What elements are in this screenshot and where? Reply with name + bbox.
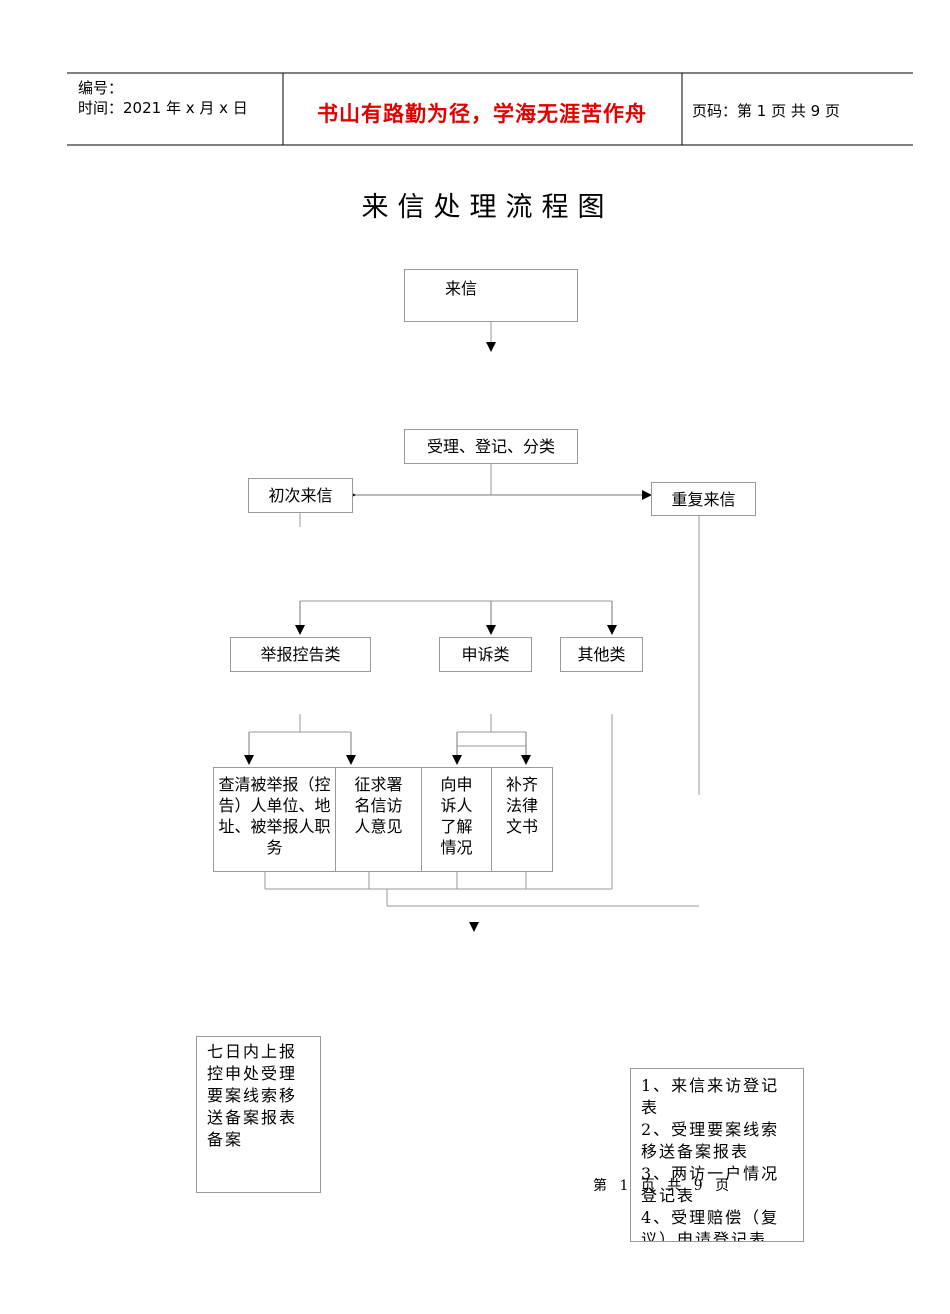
node-appeal: 申诉类: [439, 637, 532, 672]
node-other-label: 其他类: [577, 645, 626, 664]
node-report-accuse: 举报控告类: [230, 637, 371, 672]
node-ask-appellant-label: 向申诉人了解情况: [440, 775, 473, 857]
node-solicit-label: 征求署名信访人意见: [354, 775, 403, 836]
node-forms-list-label: 1、来信来访登记表 2、受理要案线索移送备案报表 3、两访一户情况登记表 4、受…: [641, 1076, 780, 1242]
node-first-letter-label: 初次来信: [268, 486, 333, 505]
node-investigate: 查清被举报（控告）人单位、地址、被举报人职务: [213, 767, 336, 872]
arrow-head: [469, 922, 479, 932]
header-rules: [67, 72, 913, 146]
page-title: 来信处理流程图: [361, 192, 614, 223]
node-supplement-label: 补齐法律文书: [505, 775, 538, 836]
node-letter-label: 来信: [445, 279, 478, 298]
serial-label: 编号：: [78, 79, 124, 97]
node-letter: 来信: [404, 269, 578, 322]
node-repeat-letter-label: 重复来信: [671, 489, 736, 509]
node-forms-list: 1、来信来访登记表 2、受理要案线索移送备案报表 3、两访一户情况登记表 4、受…: [630, 1068, 804, 1242]
motto: 书山有路勤为径，学海无涯苦作舟: [317, 102, 647, 126]
time-label: 时间：2021 年 x 月 x 日: [78, 99, 248, 117]
footer-page-number: 第 1 页 共 9 页: [593, 1178, 734, 1194]
node-other: 其他类: [560, 637, 643, 672]
node-accept: 受理、登记、分类: [404, 429, 578, 464]
node-solicit: 征求署名信访人意见: [335, 767, 422, 872]
page-info: 页码：第 1 页 共 9 页: [692, 102, 840, 120]
node-supplement: 补齐法律文书: [491, 767, 553, 872]
node-ask-appellant: 向申诉人了解情况: [421, 767, 492, 872]
node-accept-label: 受理、登记、分类: [426, 437, 555, 456]
arrow-head: [486, 342, 496, 352]
node-seven-days: 七日内上报控申处受理要案线索移送备案报表备案: [196, 1036, 321, 1193]
node-appeal-label: 申诉类: [461, 645, 510, 664]
node-seven-days-label: 七日内上报控申处受理要案线索移送备案报表备案: [207, 1042, 298, 1149]
node-repeat-letter: 重复来信: [651, 482, 756, 516]
node-report-accuse-label: 举报控告类: [260, 645, 341, 664]
node-investigate-label: 查清被举报（控告）人单位、地址、被举报人职务: [218, 775, 331, 857]
node-first-letter: 初次来信: [248, 478, 353, 513]
